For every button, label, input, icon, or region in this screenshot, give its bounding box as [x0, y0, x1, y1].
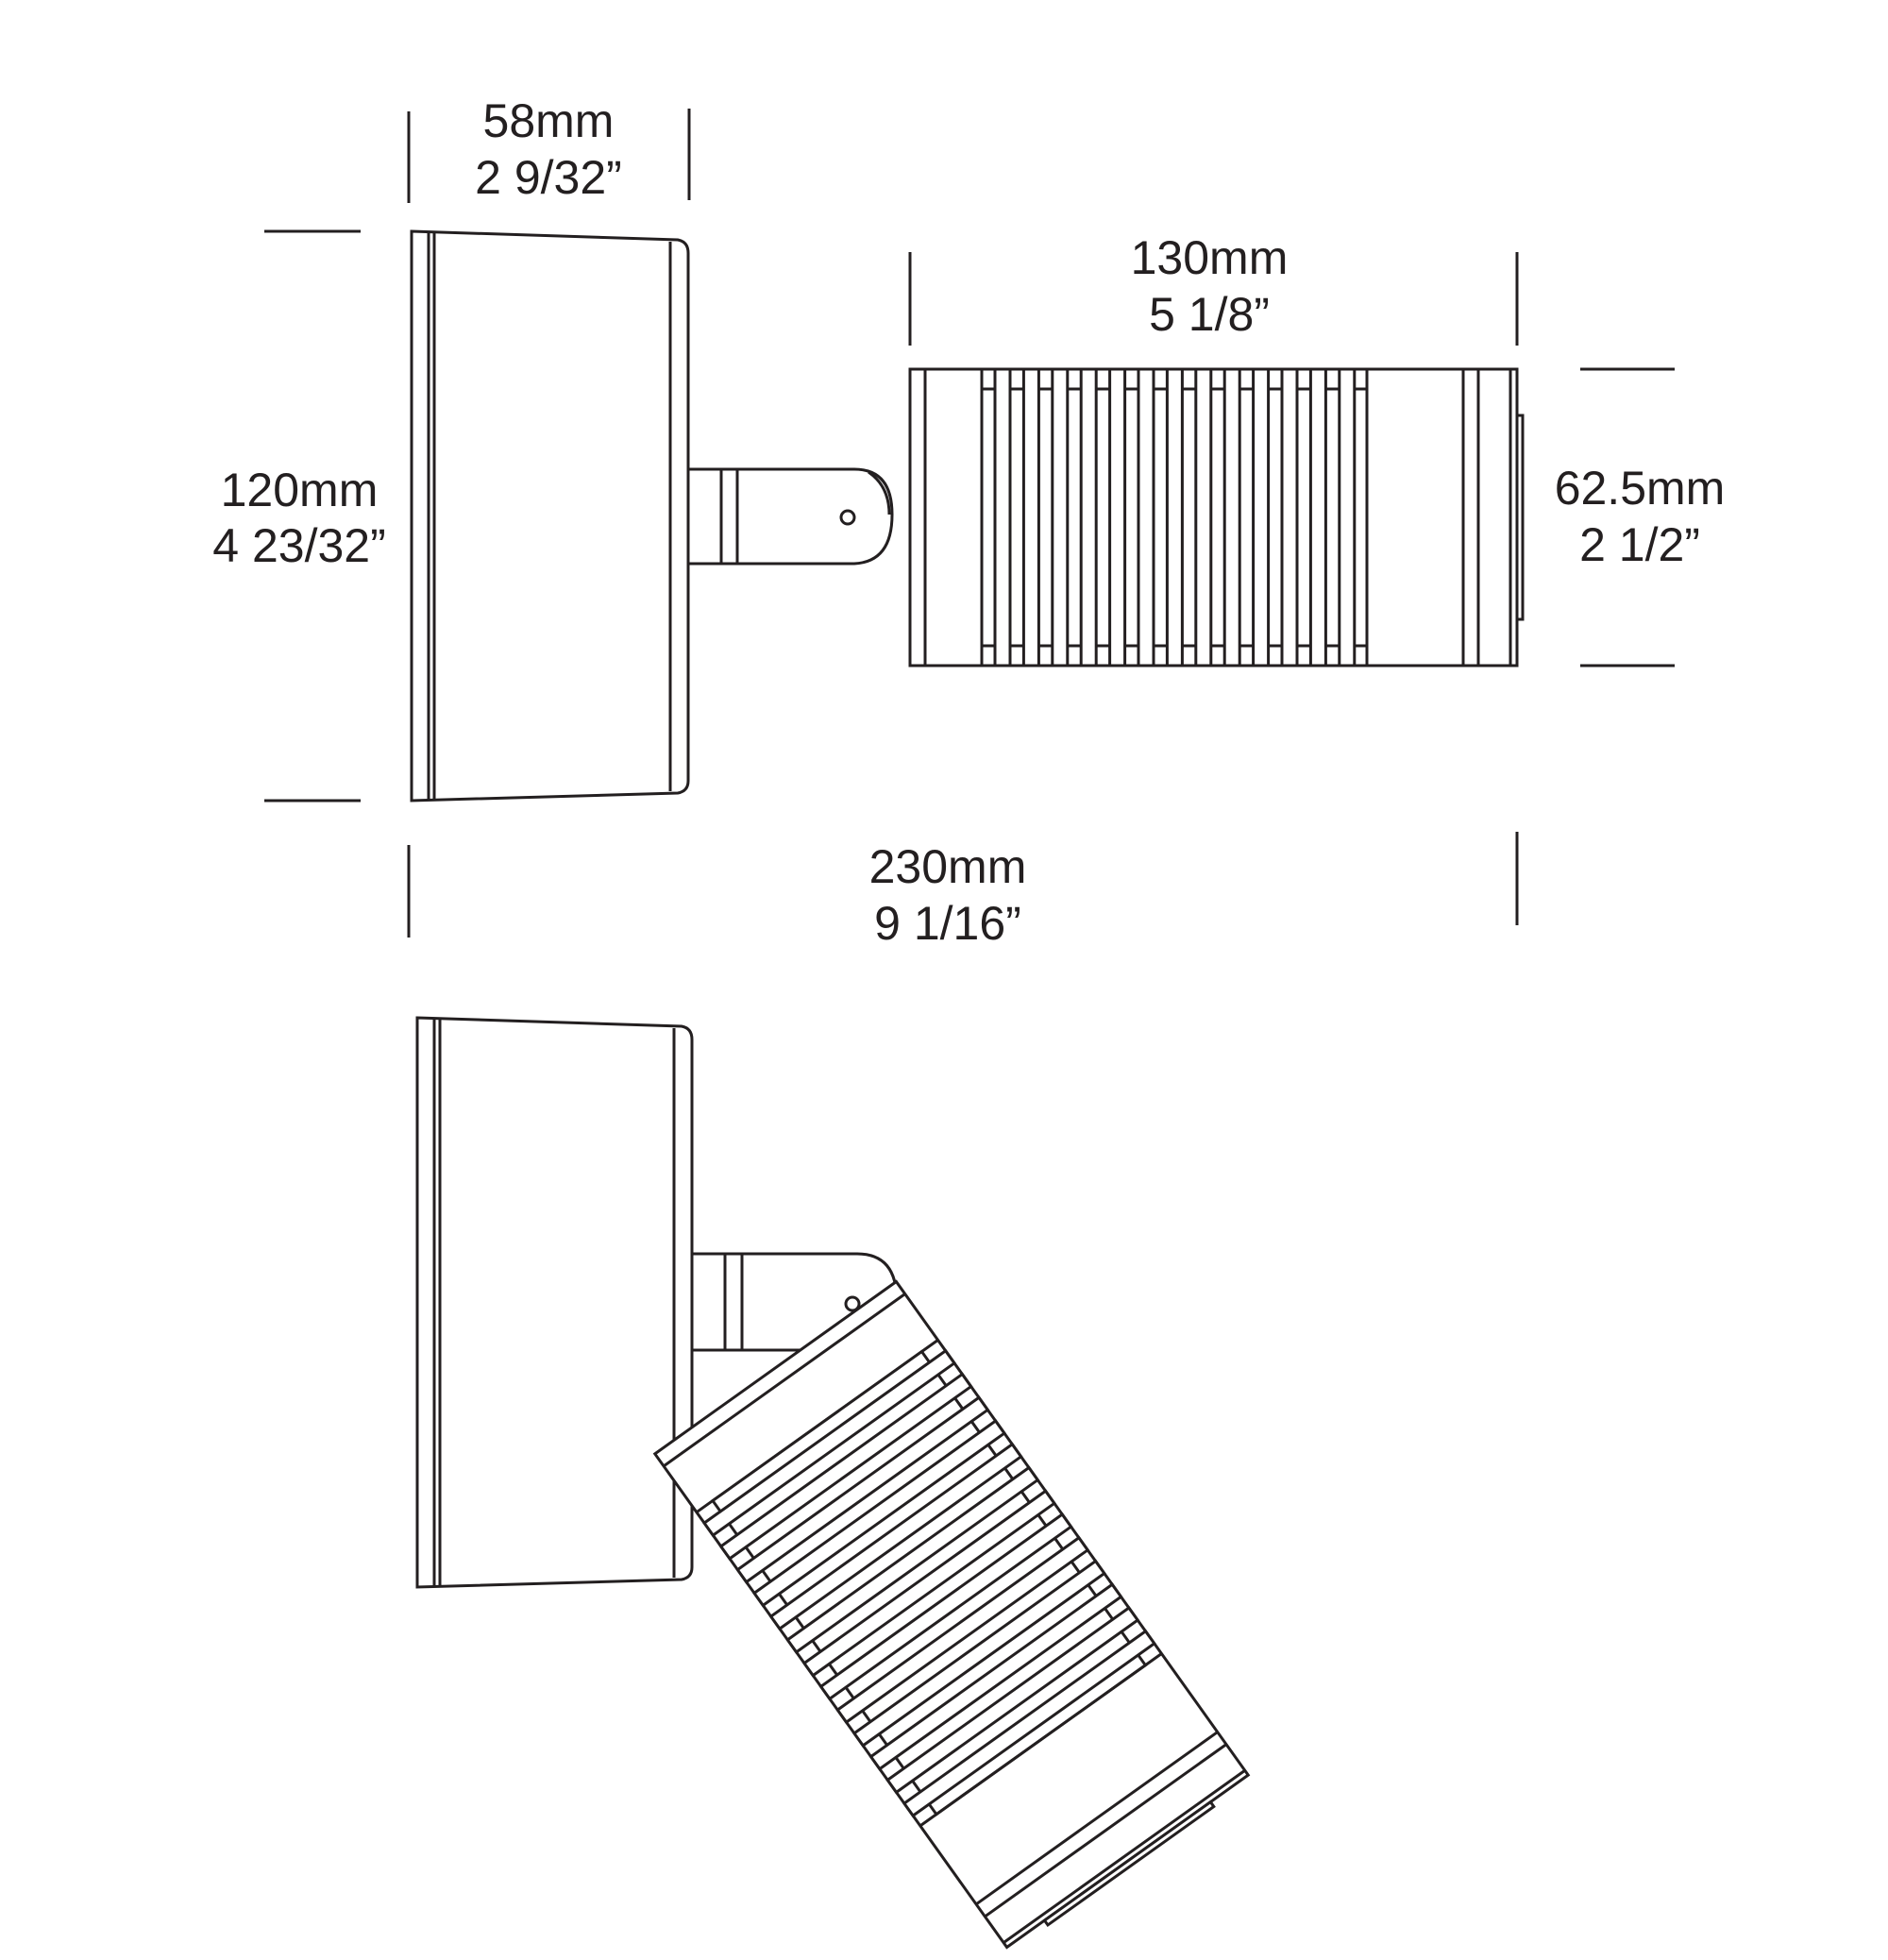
overall-length-imperial: 9 1/16” [874, 897, 1021, 950]
cooling-fin [885, 1605, 1140, 1795]
cooling-fin [993, 367, 1012, 667]
cooling-fins-bottom [701, 1348, 1156, 1818]
cooling-fin [1338, 367, 1357, 667]
cooling-fin [818, 1512, 1073, 1701]
cooling-fin [718, 1372, 973, 1561]
cooling-fin [751, 1418, 1007, 1608]
cooling-fin [835, 1535, 1090, 1725]
cooling-fin [1165, 367, 1184, 667]
dimension-labels: 58mm 2 9/32” 120mm 4 23/32” 130mm 5 1/8”… [212, 94, 1725, 950]
head-diameter-metric: 62.5mm [1555, 462, 1726, 515]
mount-width-imperial: 2 9/32” [475, 151, 622, 204]
overall-length-metric: 230mm [869, 840, 1027, 893]
pivot-screw-top [839, 509, 856, 526]
mount-height-imperial: 4 23/32” [212, 519, 385, 572]
mount-box-bottom [415, 1016, 694, 1589]
mount-box-top [410, 229, 690, 803]
cooling-fin [735, 1395, 990, 1584]
cooling-fin [851, 1559, 1106, 1748]
cooling-fin [868, 1582, 1123, 1771]
mount-height-metric: 120mm [221, 464, 379, 516]
cooling-fin [1194, 367, 1213, 667]
cooling-fin [1051, 367, 1070, 667]
cooling-fin [785, 1465, 1040, 1654]
cooling-fins-top [993, 367, 1357, 667]
cooling-fin [1222, 367, 1241, 667]
lamp-head-top [908, 367, 1525, 667]
head-diameter-imperial: 2 1/2” [1579, 518, 1700, 571]
cooling-fin [1021, 367, 1040, 667]
cooling-fin [1252, 367, 1271, 667]
cooling-fin [701, 1348, 957, 1538]
bottom-view [415, 1016, 1251, 1950]
cooling-fin [1079, 367, 1098, 667]
cooling-fin [1137, 367, 1155, 667]
cooling-fin [801, 1489, 1056, 1678]
head-length-imperial: 5 1/8” [1149, 288, 1270, 341]
cooling-fin [1280, 367, 1299, 667]
cooling-fin [902, 1629, 1156, 1818]
cooling-fin [1308, 367, 1327, 667]
cooling-fin [768, 1442, 1023, 1631]
cooling-fin [1108, 367, 1127, 667]
pivot-screw-bottom [844, 1295, 861, 1312]
top-view [410, 229, 1525, 803]
arm-top [686, 467, 894, 566]
lamp-head-bottom [652, 1279, 1251, 1950]
mount-width-metric: 58mm [483, 94, 615, 147]
head-length-metric: 130mm [1131, 231, 1289, 284]
dimension-lines [264, 109, 1675, 938]
